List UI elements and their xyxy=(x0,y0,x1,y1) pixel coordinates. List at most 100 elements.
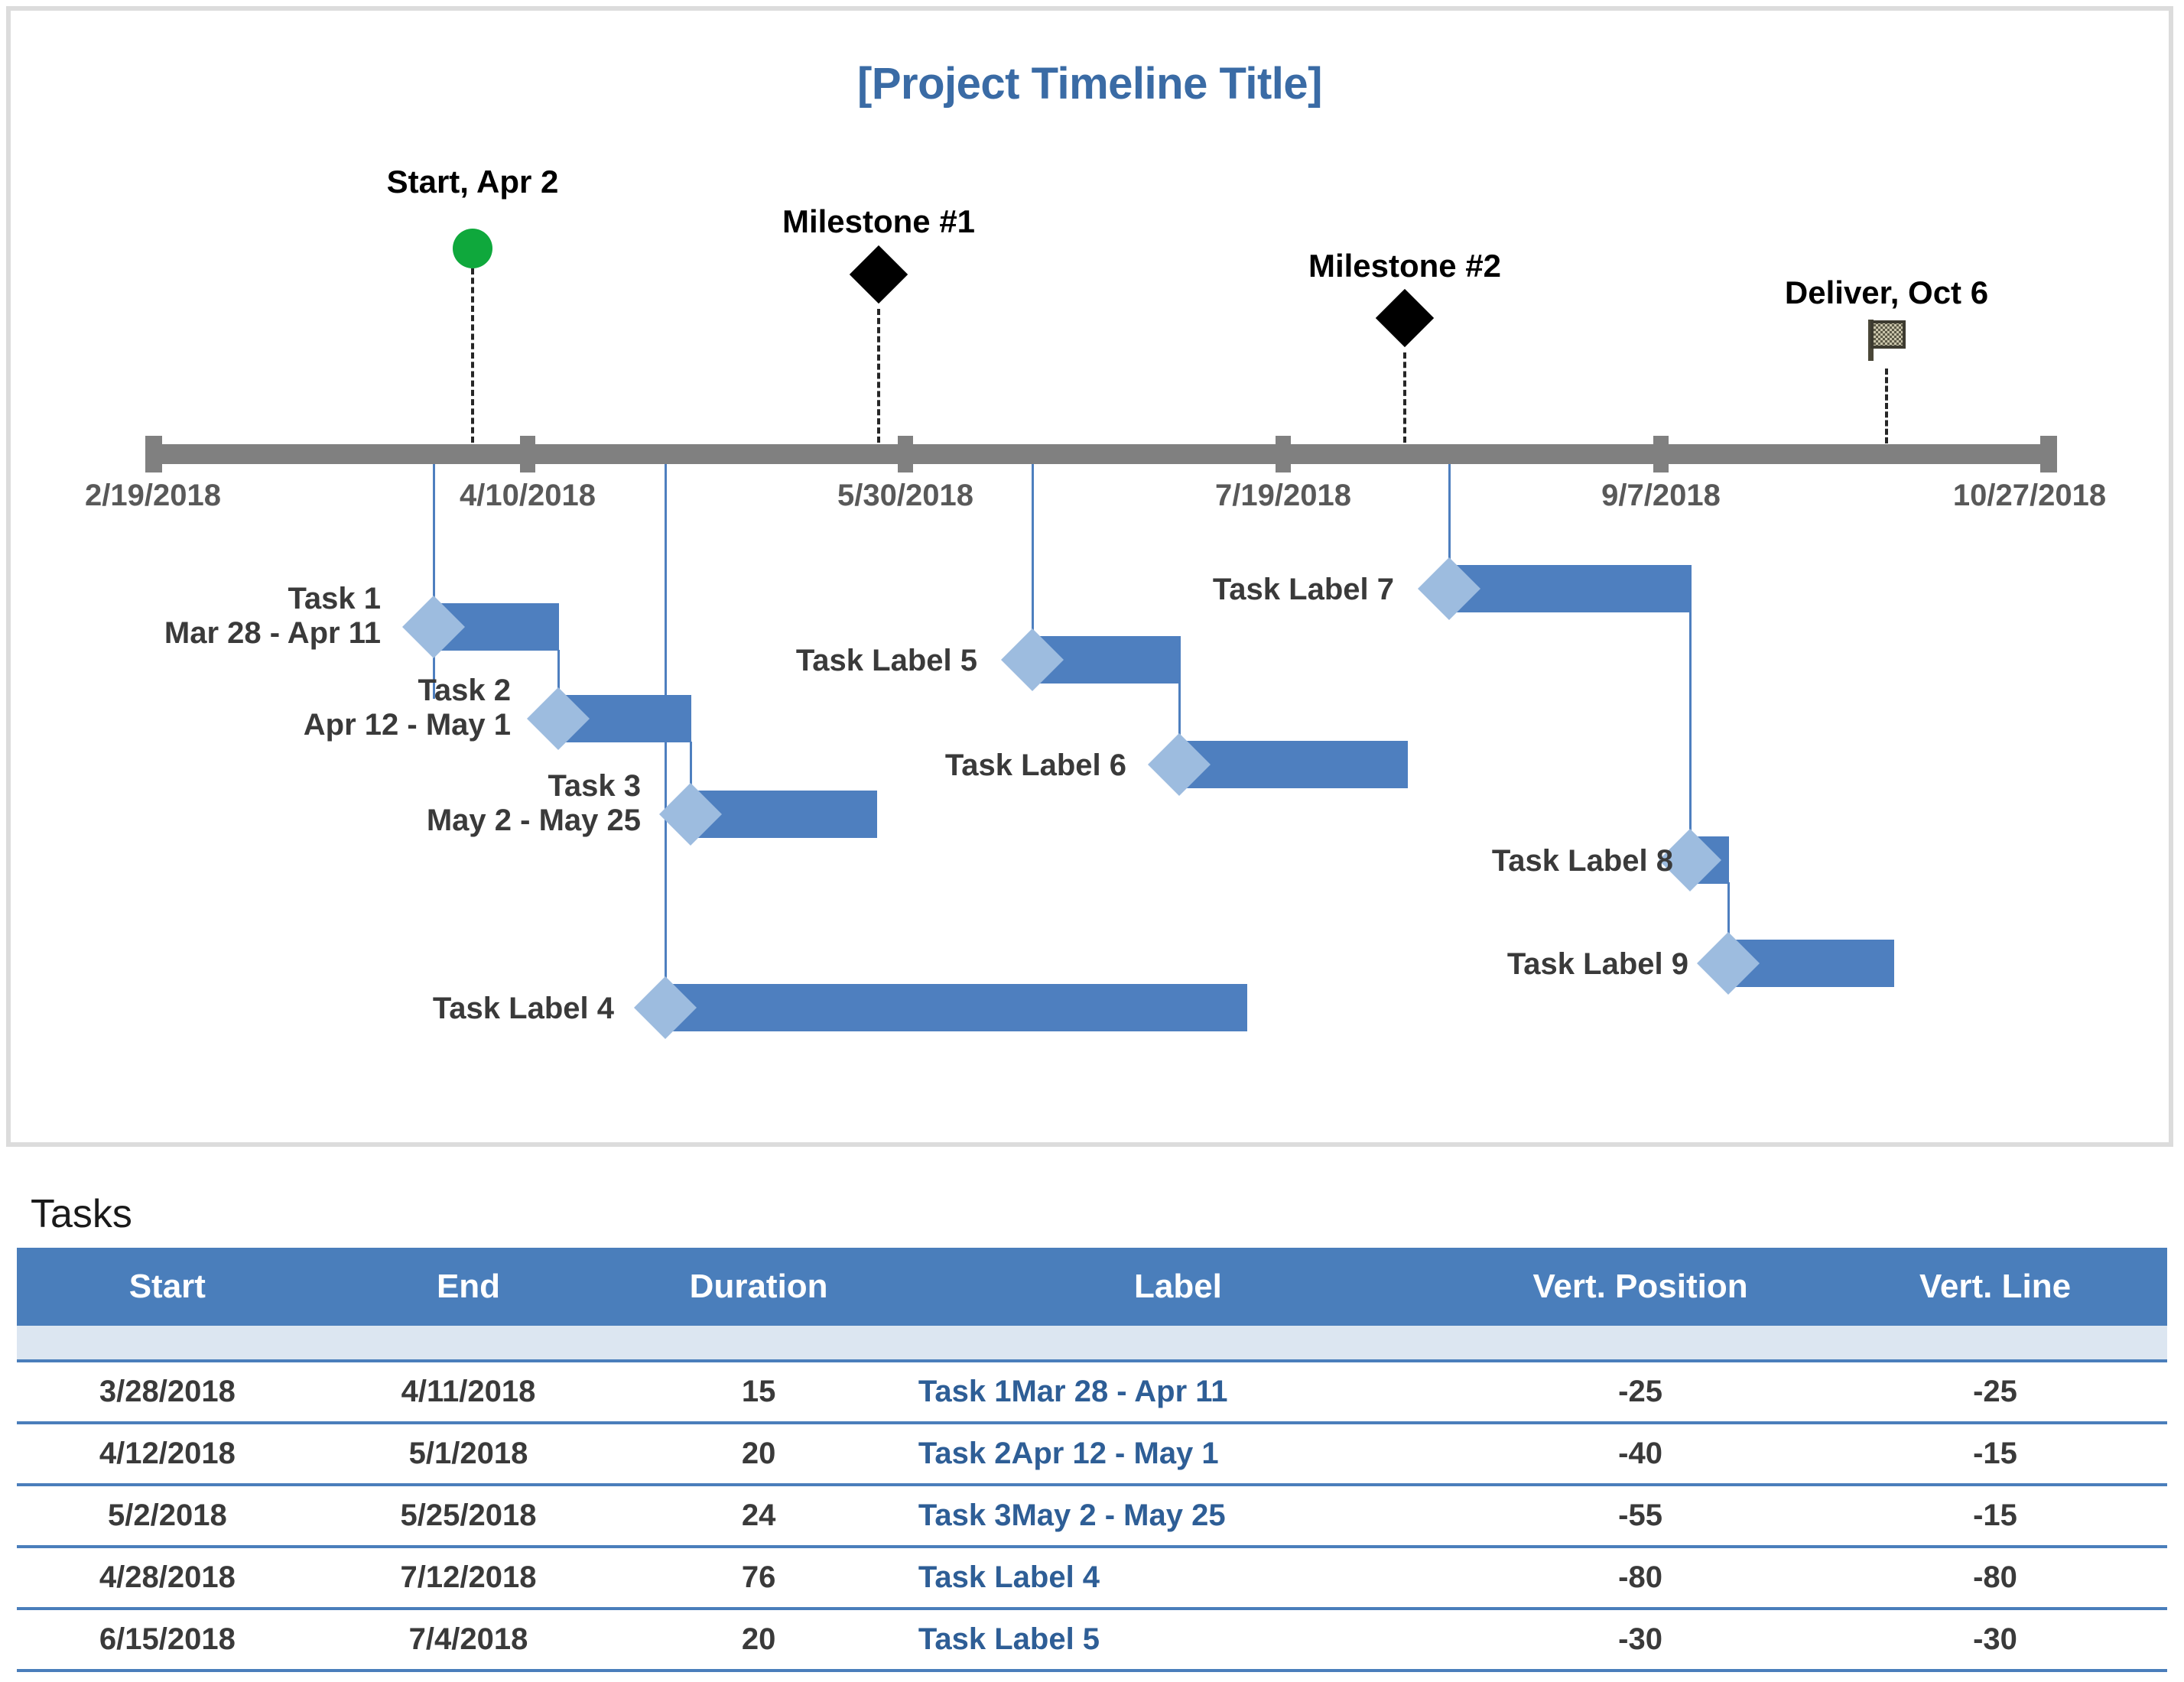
page-title: [Project Timeline Title] xyxy=(857,59,1322,109)
milestone-label-start: Start, Apr 2 xyxy=(386,164,559,200)
cell-start: 5/2/2018 xyxy=(17,1485,318,1548)
black-diamond-icon xyxy=(1375,288,1435,348)
task-connector xyxy=(1032,592,1034,647)
task-label-1: Task 1 Mar 28 - Apr 11 xyxy=(0,582,381,651)
table-row[interactable]: 4/28/2018 7/12/2018 76 Task Label 4 -80 … xyxy=(17,1547,2167,1610)
table-row[interactable]: 5/2/2018 5/25/2018 24 Task 3May 2 - May … xyxy=(17,1485,2167,1548)
task-connector xyxy=(690,742,692,801)
cell-end: 7/4/2018 xyxy=(317,1609,619,1672)
axis-cap-left xyxy=(145,436,162,472)
task-connector xyxy=(1178,684,1181,751)
axis-date-label: 9/7/2018 xyxy=(1601,479,1721,512)
cell-vert-position: -80 xyxy=(1458,1547,1824,1610)
task-connector xyxy=(1727,882,1730,950)
task-connector xyxy=(1689,612,1692,845)
task-bar-6[interactable] xyxy=(1178,741,1408,788)
cell-end: 5/25/2018 xyxy=(317,1485,619,1548)
task-label-9: Task Label 9 xyxy=(1506,947,1688,981)
black-diamond-icon xyxy=(849,245,908,304)
table-header-row: Start End Duration Label Vert. Position … xyxy=(17,1248,2167,1326)
col-header-label[interactable]: Label xyxy=(898,1248,1458,1326)
axis-tick xyxy=(898,436,913,472)
cell-start: 6/15/2018 xyxy=(17,1609,318,1672)
cell-label: Task 3May 2 - May 25 xyxy=(898,1485,1458,1548)
axis-guide-line xyxy=(433,444,435,620)
task-connector xyxy=(557,650,560,707)
task-label-1-line2: Mar 28 - Apr 11 xyxy=(164,615,381,650)
filter-cell[interactable] xyxy=(17,1326,318,1362)
table-row[interactable]: 4/12/2018 5/1/2018 20 Task 2Apr 12 - May… xyxy=(17,1423,2167,1486)
col-header-end[interactable]: End xyxy=(317,1248,619,1326)
axis-date-label: 5/30/2018 xyxy=(837,479,973,512)
task-bar-4[interactable] xyxy=(665,984,1247,1031)
cell-duration: 20 xyxy=(619,1423,899,1486)
cell-vert-line: -15 xyxy=(1823,1485,2167,1548)
filter-cell[interactable] xyxy=(898,1326,1458,1362)
axis-guide-line xyxy=(1448,444,1451,582)
col-header-duration[interactable]: Duration xyxy=(619,1248,899,1326)
table-row[interactable]: 3/28/2018 4/11/2018 15 Task 1Mar 28 - Ap… xyxy=(17,1361,2167,1424)
col-header-vert-line[interactable]: Vert. Line xyxy=(1823,1248,2167,1326)
cell-end: 7/12/2018 xyxy=(317,1547,619,1610)
cell-start: 4/28/2018 xyxy=(17,1547,318,1610)
checkered-flag-icon xyxy=(1860,315,1913,372)
milestone-leader-line xyxy=(1403,352,1406,443)
cell-end: 5/1/2018 xyxy=(317,1423,619,1486)
timeline-axis-bar xyxy=(145,444,2057,464)
table-filter-row[interactable] xyxy=(17,1326,2167,1362)
filter-cell[interactable] xyxy=(1458,1326,1824,1362)
task-label-3: Task 3 May 2 - May 25 xyxy=(182,769,641,838)
axis-date-label: 7/19/2018 xyxy=(1215,479,1351,512)
cell-vert-position: -30 xyxy=(1458,1609,1824,1672)
tasks-caption: Tasks xyxy=(31,1192,132,1236)
timeline-chart-panel[interactable]: [Project Timeline Title] Start, Apr 2 Mi… xyxy=(6,6,2173,1147)
filter-cell[interactable] xyxy=(317,1326,619,1362)
axis-tick xyxy=(1653,436,1669,472)
filter-cell[interactable] xyxy=(619,1326,899,1362)
axis-date-label: 2/19/2018 xyxy=(85,479,221,512)
table-row[interactable]: 6/15/2018 7/4/2018 20 Task Label 5 -30 -… xyxy=(17,1609,2167,1672)
axis-date-label: 4/10/2018 xyxy=(460,479,596,512)
milestone-leader-line xyxy=(877,309,880,443)
col-header-vert-position[interactable]: Vert. Position xyxy=(1458,1248,1824,1326)
task-label-2: Task 2 Apr 12 - May 1 xyxy=(52,674,511,742)
axis-tick xyxy=(1276,436,1291,472)
axis-cap-right xyxy=(2040,436,2057,472)
task-bar-7[interactable] xyxy=(1448,565,1692,612)
task-label-5: Task Label 5 xyxy=(795,644,977,677)
cell-label: Task Label 4 xyxy=(898,1547,1458,1610)
task-label-4: Task Label 4 xyxy=(432,992,614,1025)
cell-vert-position: -40 xyxy=(1458,1423,1824,1486)
filter-cell[interactable] xyxy=(1823,1326,2167,1362)
milestone-label-1: Milestone #1 xyxy=(782,203,976,239)
task-label-6: Task Label 6 xyxy=(944,748,1126,782)
cell-vert-position: -25 xyxy=(1458,1361,1824,1424)
task-label-2-line1: Task 2 xyxy=(418,674,511,707)
cell-label: Task 2Apr 12 - May 1 xyxy=(898,1423,1458,1486)
col-header-start[interactable]: Start xyxy=(17,1248,318,1326)
cell-start: 4/12/2018 xyxy=(17,1423,318,1486)
cell-vert-line: -15 xyxy=(1823,1423,2167,1486)
cell-vert-line: -80 xyxy=(1823,1547,2167,1610)
cell-label: Task Label 5 xyxy=(898,1609,1458,1672)
tasks-table[interactable]: Start End Duration Label Vert. Position … xyxy=(17,1248,2167,1672)
cell-duration: 24 xyxy=(619,1485,899,1548)
axis-tick xyxy=(520,436,535,472)
task-label-3-line2: May 2 - May 25 xyxy=(426,803,641,837)
green-circle-icon xyxy=(453,229,492,268)
task-label-2-line2: Apr 12 - May 1 xyxy=(303,707,511,742)
milestone-label-2: Milestone #2 xyxy=(1308,248,1502,284)
cell-label: Task 1Mar 28 - Apr 11 xyxy=(898,1361,1458,1424)
cell-vert-line: -30 xyxy=(1823,1609,2167,1672)
axis-guide-line xyxy=(1032,444,1034,647)
milestone-leader-line xyxy=(1885,369,1888,443)
cell-vert-line: -25 xyxy=(1823,1361,2167,1424)
cell-start: 3/28/2018 xyxy=(17,1361,318,1424)
timeline-plot-area: Start, Apr 2 Milestone #1 Milestone #2 D… xyxy=(11,11,2178,1142)
cell-duration: 76 xyxy=(619,1547,899,1610)
task-label-8: Task Label 8 xyxy=(1491,844,1673,878)
cell-vert-position: -55 xyxy=(1458,1485,1824,1548)
milestone-leader-line xyxy=(471,268,474,443)
milestone-label-deliver: Deliver, Oct 6 xyxy=(1784,274,1989,310)
cell-end: 4/11/2018 xyxy=(317,1361,619,1424)
